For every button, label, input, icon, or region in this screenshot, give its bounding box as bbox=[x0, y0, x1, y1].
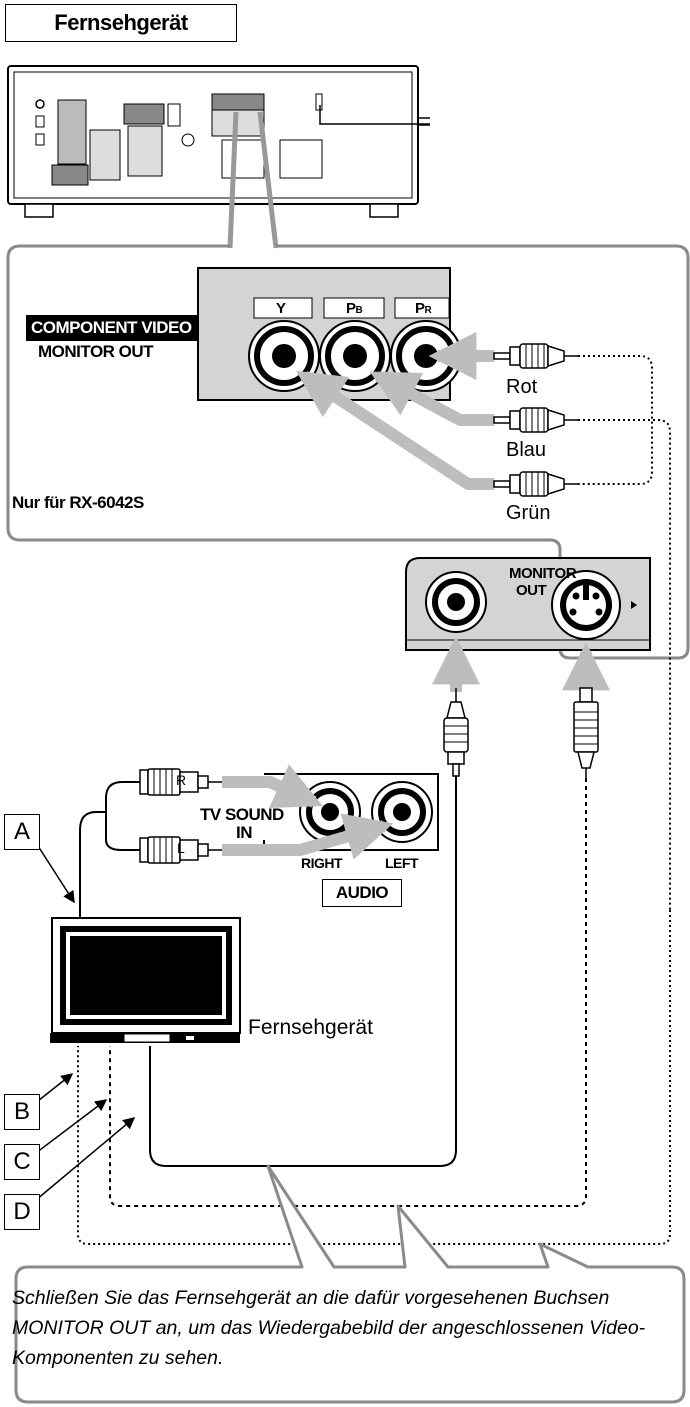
jack-label-y: Y bbox=[276, 300, 286, 317]
s-video-plug bbox=[573, 687, 599, 778]
tv-set bbox=[50, 917, 241, 1043]
component-video-label: COMPONENT VIDEO bbox=[26, 315, 197, 341]
model-note: Nur für RX-6042S bbox=[12, 493, 144, 512]
letter-c: C bbox=[4, 1144, 40, 1180]
plug-label-l: L bbox=[177, 840, 185, 856]
composite-plug bbox=[443, 688, 469, 777]
jack-label-pb: PB bbox=[346, 300, 363, 317]
monitor-out-panel-label-1: MONITOR bbox=[509, 565, 577, 582]
rca-plug-blau bbox=[493, 407, 578, 433]
component-cable-lines bbox=[578, 355, 671, 910]
callout-bubble bbox=[14, 1164, 686, 1404]
audio-arrows bbox=[222, 764, 394, 860]
tv-sound-label-1: TV SOUND bbox=[200, 805, 284, 824]
receiver-rear-panel bbox=[7, 65, 430, 218]
audio-right-label: RIGHT bbox=[301, 855, 343, 871]
audio-cable bbox=[79, 781, 140, 918]
rca-plug-rot bbox=[493, 343, 578, 369]
composite-cable bbox=[149, 776, 457, 1167]
component-video-panel bbox=[197, 267, 462, 401]
s-video-jack bbox=[551, 570, 621, 640]
composite-video-jack bbox=[425, 571, 487, 633]
letter-b: B bbox=[4, 1094, 40, 1130]
instruction-note: Schließen Sie das Fernsehgerät an die da… bbox=[12, 1287, 646, 1369]
rca-plug-gruen bbox=[493, 471, 578, 497]
tv-label: Fernsehgerät bbox=[248, 1016, 373, 1039]
monitor-out-label: MONITOR OUT bbox=[38, 342, 154, 361]
monitor-out-panel bbox=[405, 557, 651, 651]
plug-label-r: R bbox=[176, 772, 187, 788]
tv-sound-label-2: IN bbox=[236, 823, 253, 842]
letter-a: A bbox=[4, 814, 40, 850]
audio-label: AUDIO bbox=[322, 879, 402, 907]
monitor-out-panel-label-2: OUT bbox=[516, 582, 547, 599]
audio-left-label: LEFT bbox=[385, 855, 419, 871]
component-cable-bottom bbox=[77, 910, 671, 1245]
jack-label-pr: PR bbox=[415, 300, 432, 317]
component-arrows bbox=[295, 332, 494, 490]
cable-label-gruen: Grün bbox=[506, 502, 551, 524]
page-title: Fernsehgerät bbox=[5, 4, 237, 42]
audio-plug-l bbox=[139, 836, 222, 864]
letter-d: D bbox=[4, 1194, 40, 1230]
cable-label-rot: Rot bbox=[506, 376, 538, 398]
cable-label-blau: Blau bbox=[506, 439, 547, 461]
